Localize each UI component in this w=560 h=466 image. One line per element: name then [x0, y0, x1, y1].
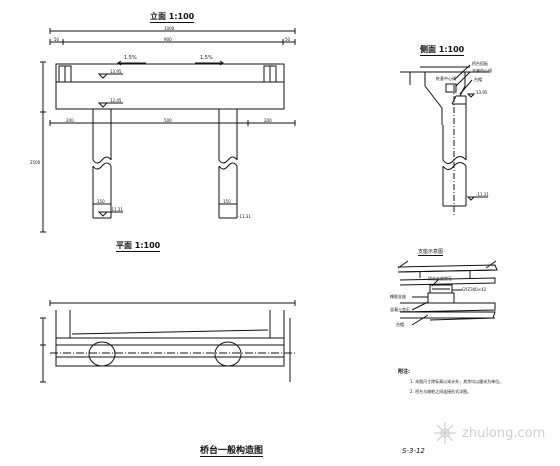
elevation-title: 立面 1:100 [150, 12, 195, 23]
side-title: 侧面 1:100 [420, 45, 465, 56]
mid-dim-left: 200 [66, 118, 74, 123]
slope-left-label: 1.5% [124, 55, 137, 61]
mid-dim-center: 500 [164, 118, 172, 123]
top-dim-right: 50 [285, 37, 291, 42]
notes-heading: 附注: [398, 369, 410, 375]
bearing-detail [398, 261, 497, 325]
bearing-label-4: 混凝土垫石 [390, 307, 410, 312]
watermark-logo-icon [432, 420, 458, 446]
pile-dim-right: 150 [223, 199, 231, 204]
overall-width-dim: 1000 [164, 26, 175, 31]
elevation-bottom-left-mark: -11.31 [110, 207, 123, 212]
side-view [400, 65, 490, 215]
side-elevation-bottom: -11.31 [476, 192, 489, 197]
elevation-cap-mark: 12.45 [110, 98, 122, 103]
plan-title: 平面 1:100 [116, 241, 161, 252]
plan-view [40, 300, 295, 382]
bearing-label-1: 桥台支座垫石 [428, 276, 452, 281]
drawing-title: 桥台一般构造图 [200, 443, 264, 457]
side-note-1: 桥台搭板 [472, 61, 488, 66]
side-note-2: 支座中心线 [472, 68, 492, 73]
note-item-2: 2. 桥台与墩桩之间连接形式详图。 [410, 389, 472, 394]
top-dim-left: 50 [54, 37, 60, 42]
slope-right-label: 1.5% [200, 55, 213, 61]
elevation-top-mark: 13.95 [110, 69, 122, 74]
elevation-view [40, 28, 295, 232]
bearing-title: 支座示意图 [418, 249, 444, 256]
bearing-label-3: GYZ300×42 [462, 287, 487, 292]
bearing-label-5: 台帽 [396, 322, 404, 327]
sheet-number: S-3-12 [402, 447, 425, 455]
side-note-4: 桩基中心线 [436, 76, 456, 81]
elevation-bottom-right-mark: -11.31 [238, 214, 251, 219]
note-item-1: 1. 本图尺寸除标高以米计外，其余均以厘米为单位。 [410, 379, 504, 384]
bearing-label-2: 橡胶支座 [390, 294, 406, 299]
mid-dim-right: 200 [264, 118, 272, 123]
height-dim: 2500 [30, 160, 41, 165]
watermark-text: zhulong.com [462, 426, 546, 441]
side-note-3: 台帽 [474, 77, 482, 82]
side-elevation-top: 13.95 [476, 90, 488, 95]
pile-dim-left: 150 [97, 199, 105, 204]
top-dim-center: 900 [164, 37, 172, 42]
